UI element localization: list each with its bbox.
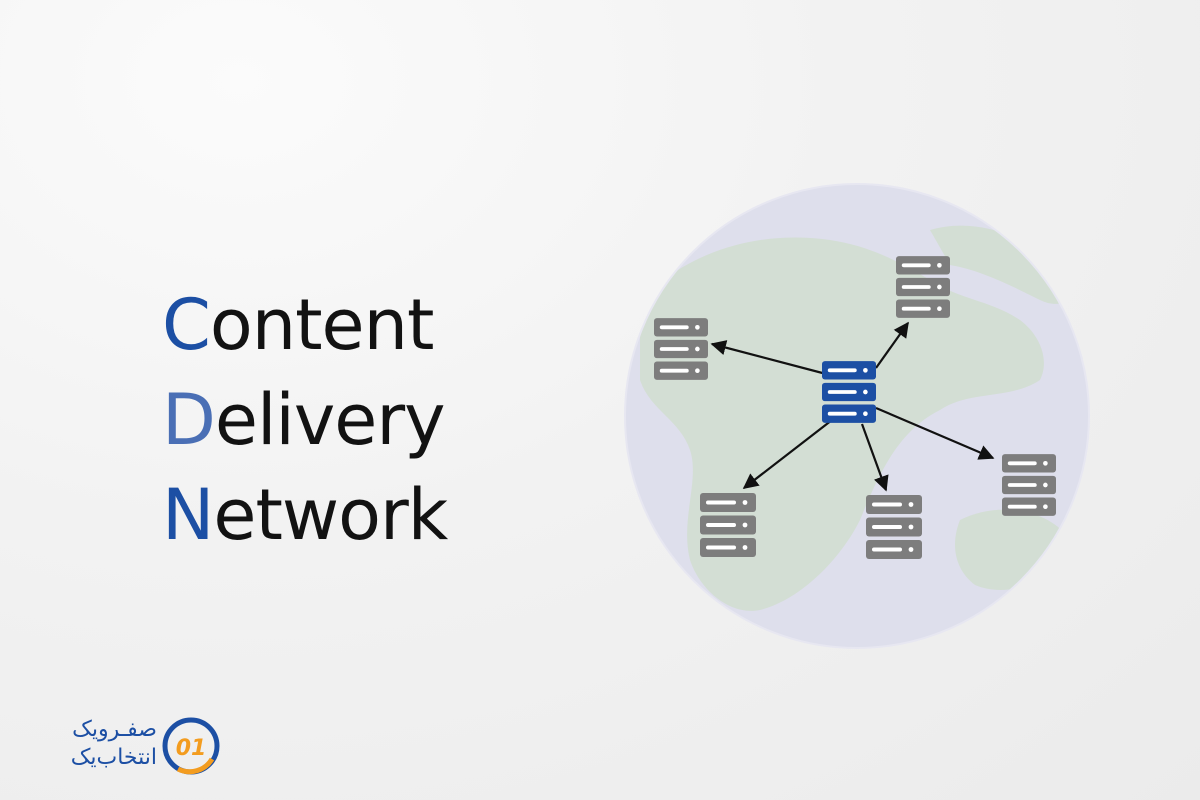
server-icon xyxy=(1002,454,1056,516)
arrow-icon xyxy=(875,321,909,369)
logo-mark-icon: 01 xyxy=(162,717,220,775)
logo-mark-text: 01 xyxy=(176,736,207,761)
arrow-icon xyxy=(742,419,833,489)
arrow-icon xyxy=(860,423,889,492)
arrow-icon xyxy=(710,340,831,377)
title-initial-n: N xyxy=(162,474,214,556)
logo: صفـرویک انتخاب‌یک 01 xyxy=(32,713,222,779)
server-icon xyxy=(896,256,950,318)
title-initial-d: D xyxy=(162,379,216,461)
arrow-icon xyxy=(875,406,995,460)
title-rest-network: etwork xyxy=(213,474,448,556)
title-line-network: Network xyxy=(162,468,448,563)
title-line-delivery: Delivery xyxy=(162,373,447,468)
logo-text-line2: انتخاب‌یک xyxy=(70,745,157,770)
server-icon xyxy=(700,493,756,557)
edge-arrows xyxy=(710,321,995,492)
title-rest-delivery: elivery xyxy=(214,379,446,461)
server-icon xyxy=(866,495,922,559)
logo-text-line1: صفـرویک xyxy=(72,717,157,742)
title-rest-content: ontent xyxy=(209,284,435,366)
cdn-title: Content Delivery Network xyxy=(162,278,448,563)
server-icon xyxy=(822,361,876,423)
server-icon xyxy=(654,318,708,380)
title-line-content: Content xyxy=(162,278,447,373)
title-initial-c: C xyxy=(162,284,211,366)
